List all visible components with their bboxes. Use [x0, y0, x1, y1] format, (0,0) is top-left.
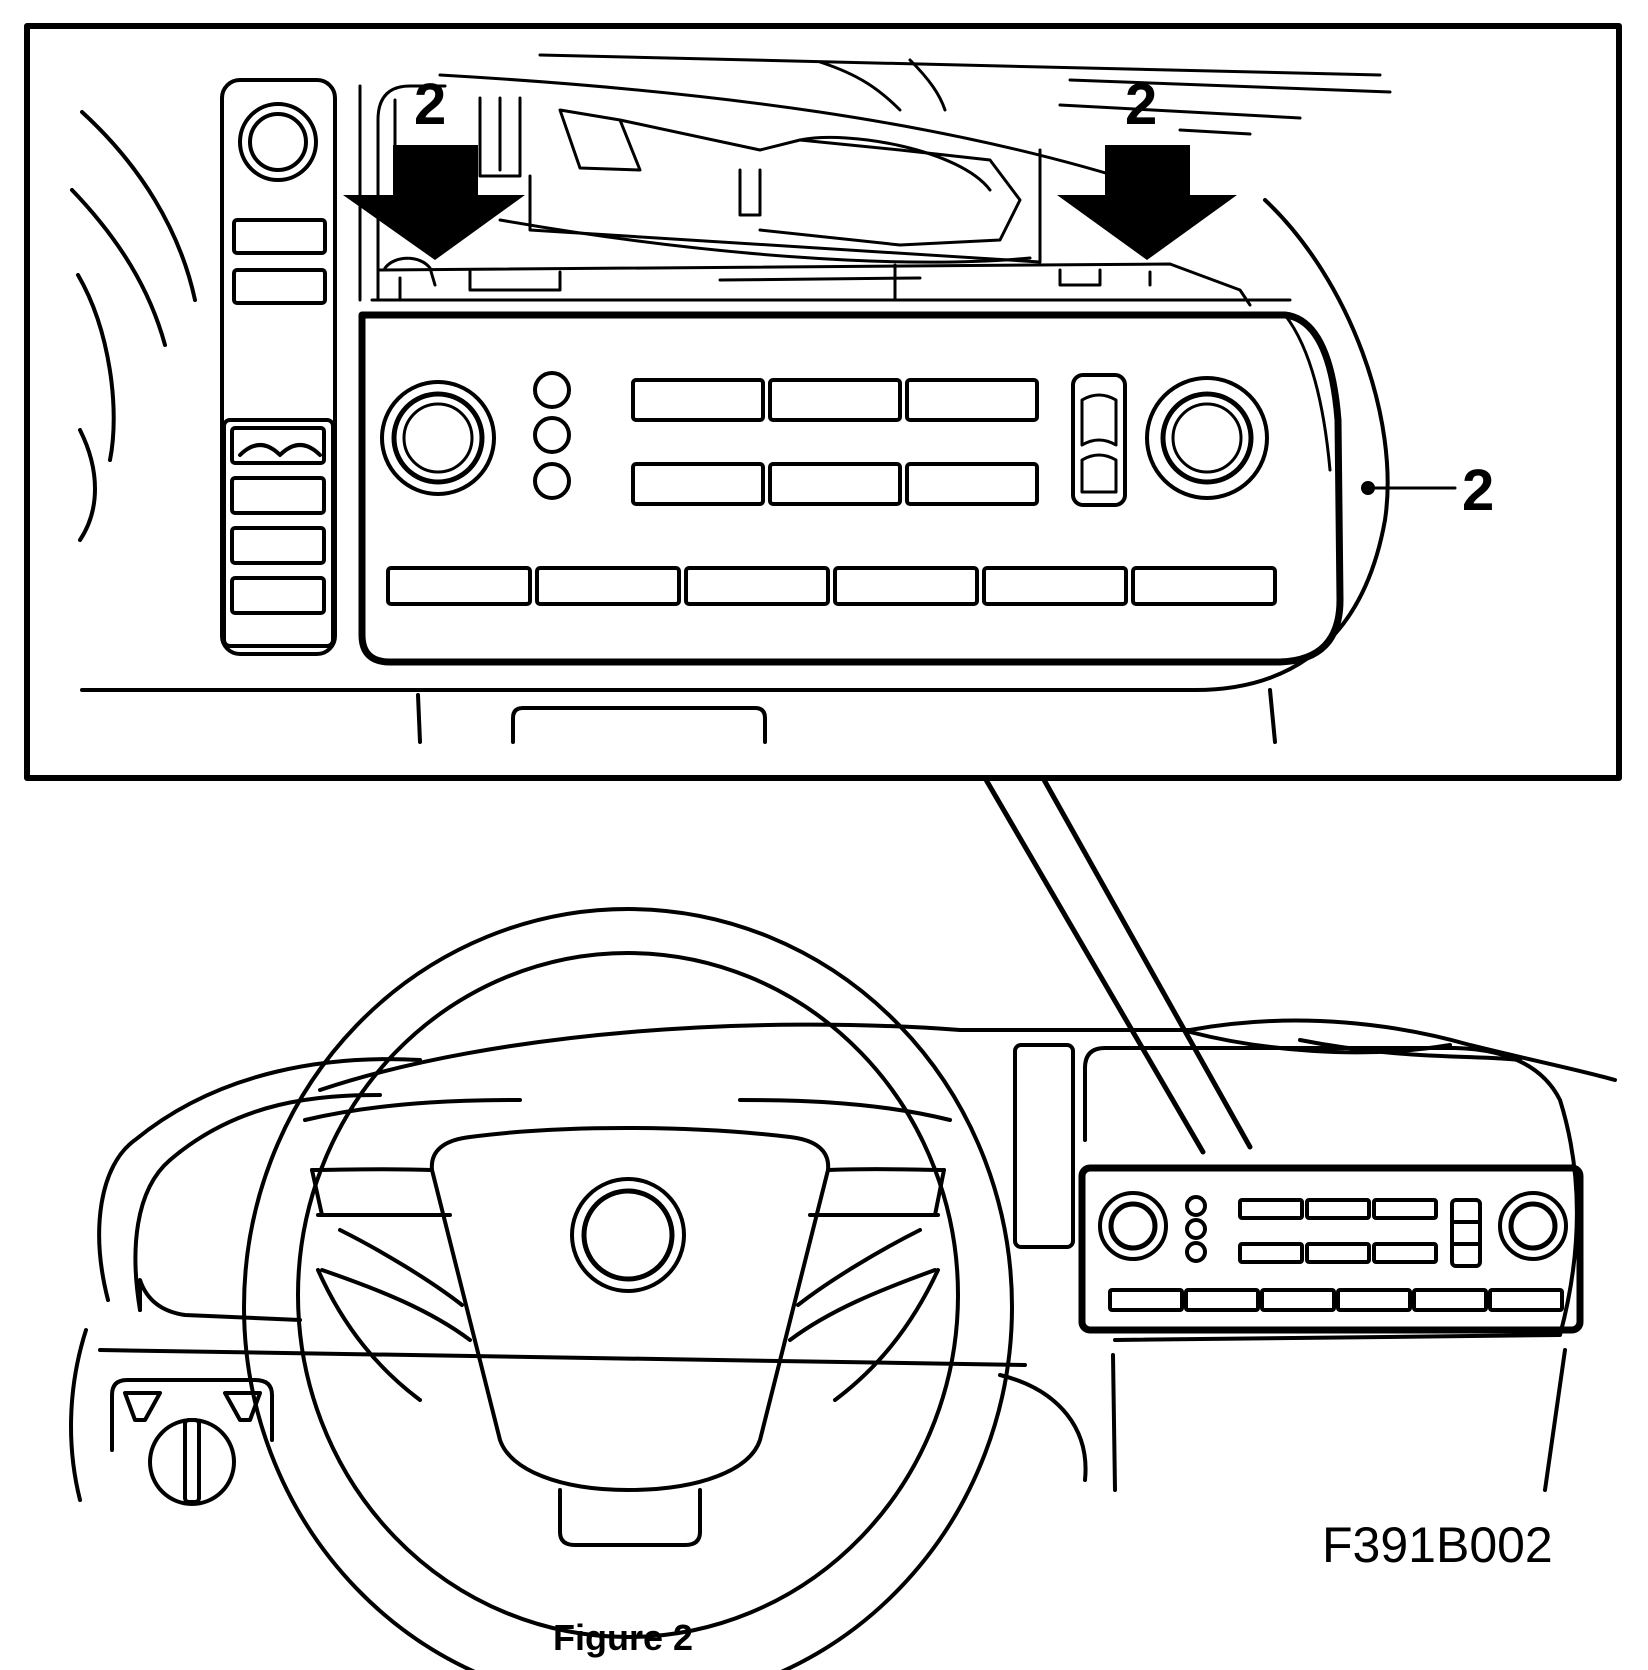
instrument-cluster-hood — [97, 1057, 422, 1302]
scroll-selector-icon — [1071, 373, 1127, 507]
steering-wheel — [242, 907, 1014, 1670]
clip-arrow-left — [343, 98, 525, 260]
hazard-button-icon — [238, 102, 318, 182]
windshield-lines — [438, 53, 1392, 192]
center-vent — [1013, 1043, 1075, 1249]
steering-wheel-outer-rim — [242, 907, 1014, 1670]
dashboard-contour-left — [70, 110, 1390, 744]
figure-caption: Figure 2 — [553, 1617, 693, 1658]
callout-label-right: 2 — [1125, 72, 1157, 137]
volume-knob-icon — [380, 380, 496, 496]
radio-chassis-top — [358, 84, 1252, 307]
dashboard-radio-panel — [1078, 1164, 1584, 1334]
steering-wheel-inner-rim — [296, 951, 960, 1639]
preset-buttons — [631, 378, 1039, 506]
zoom-connector-lines — [982, 775, 1253, 1155]
clip-arrow-right — [1057, 145, 1237, 260]
airbag-cover — [429, 1126, 831, 1492]
switch-column-housing — [220, 78, 337, 656]
dashboard-top-line — [318, 1018, 1617, 1092]
panel-callout-leader — [1361, 481, 1457, 495]
down-arrow-icon — [1057, 145, 1237, 260]
inset-frame — [24, 23, 1622, 781]
function-buttons — [386, 566, 1277, 606]
down-arrow-icon — [343, 145, 525, 260]
figure-code: F391B002 — [1322, 1517, 1553, 1573]
small-button-icon — [533, 371, 571, 409]
left-switch-column — [220, 78, 337, 656]
dashboard-overview — [69, 907, 1617, 1670]
detail-inset: 2 2 2 — [24, 23, 1622, 1155]
radio-panel-outline — [358, 311, 1344, 666]
callout-label-left: 2 — [414, 72, 446, 137]
callout-label-panel: 2 — [1462, 458, 1494, 523]
light-switch-cluster — [110, 1378, 274, 1506]
tuning-knob-icon — [1145, 376, 1269, 500]
radio-front-panel — [358, 298, 1344, 666]
steering-wheel-emblem-icon — [570, 1177, 686, 1293]
light-switch-knob-icon — [148, 1418, 236, 1506]
